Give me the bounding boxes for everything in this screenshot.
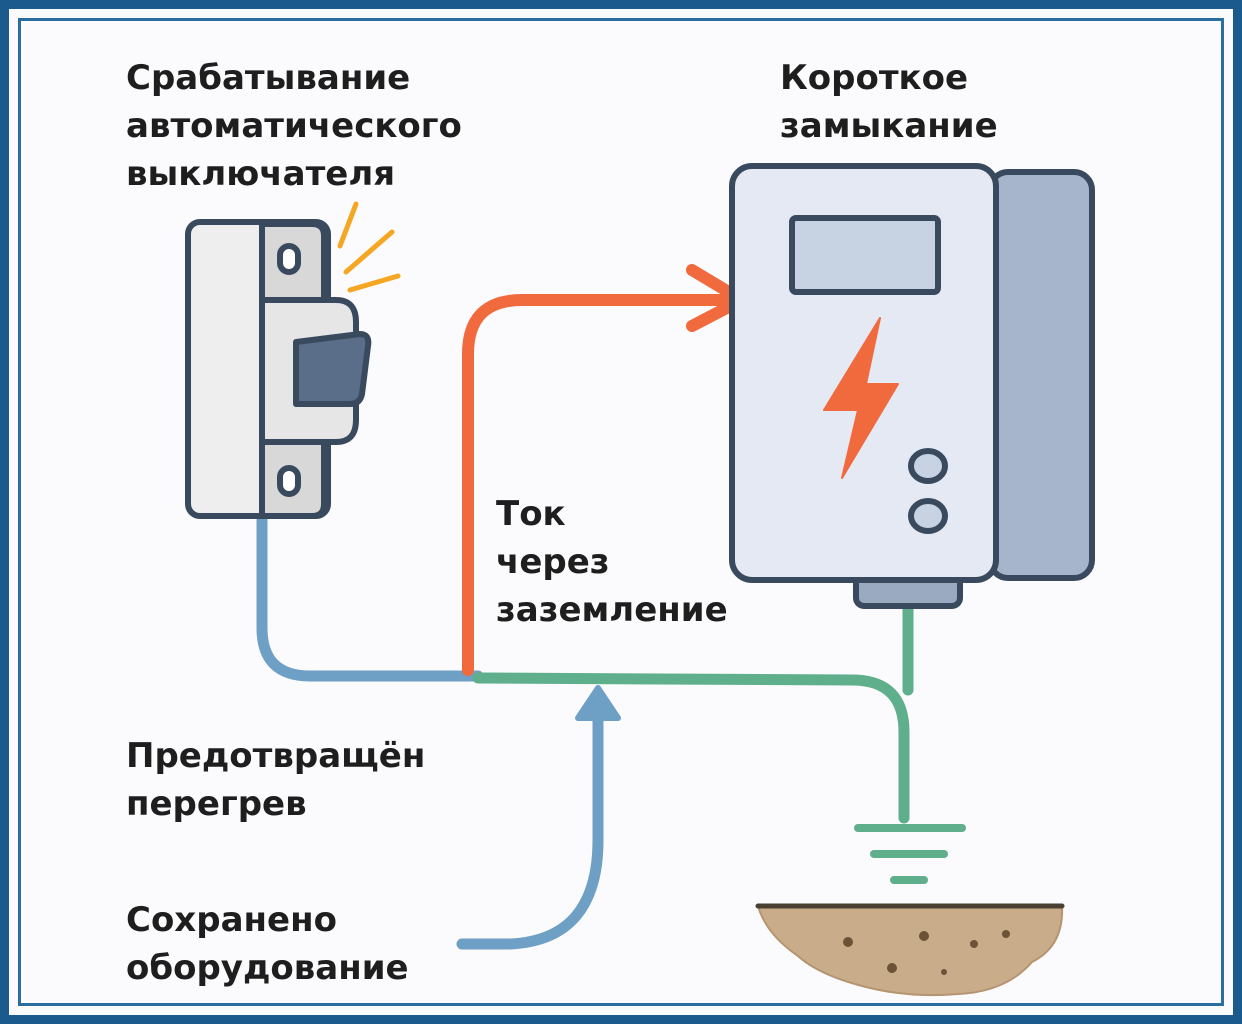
label-line: Короткое — [780, 58, 969, 98]
neutral-wire — [256, 510, 484, 682]
label-line: через — [496, 542, 610, 582]
label-line: заземление — [496, 590, 728, 630]
return-arrow-head — [575, 685, 621, 721]
ground-symbol-icon — [854, 824, 966, 884]
label-line: выключателя — [126, 154, 396, 194]
label-line: замыкание — [780, 106, 998, 146]
label-line: оборудование — [126, 948, 409, 988]
label-overheat-prevented: Предотвращён перегрев — [126, 732, 425, 828]
label-ground-current: Ток через заземление — [496, 490, 728, 634]
label-line: Ток — [496, 494, 566, 534]
label-breaker-trip: Срабатывание автоматического выключателя — [126, 54, 462, 198]
label-line: Сохранено — [126, 900, 337, 940]
return-wire — [456, 704, 604, 950]
electrical-panel-icon — [729, 163, 1095, 609]
label-equipment-saved: Сохранено оборудование — [126, 896, 409, 992]
phase-wire-to-panel — [462, 294, 741, 676]
lightning-bolt-icon — [823, 317, 899, 479]
label-line: Предотвращён — [126, 736, 426, 776]
label-short-circuit: Короткое замыкание — [780, 54, 998, 150]
label-line: Срабатывание — [126, 58, 411, 98]
spark-icon — [337, 201, 401, 293]
soil-icon — [755, 903, 1065, 997]
label-line: перегрев — [126, 784, 307, 824]
ground-wire — [472, 672, 910, 824]
circuit-breaker-icon — [185, 219, 372, 519]
label-line: автоматического — [126, 106, 462, 146]
